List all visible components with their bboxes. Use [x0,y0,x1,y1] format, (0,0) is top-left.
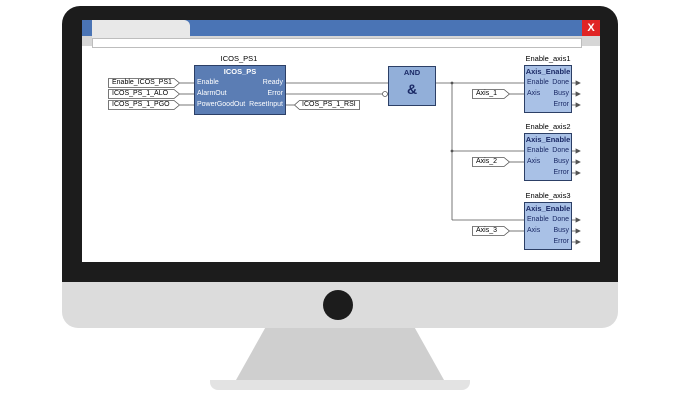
axis3-instance-name: Enable_axis3 [525,191,571,200]
axis-enable-block-3[interactable]: Axis_Enable Enable Axis Done Busy Error [524,202,572,250]
tag-alarm-out[interactable]: ICOS_PS_1_ALO [108,89,180,99]
axis2-port-done: Done [552,147,569,154]
axis1-port-axis: Axis [527,90,541,97]
tag-axis-3[interactable]: Axis_3 [472,226,510,236]
and-symbol: & [406,81,418,97]
close-button[interactable]: X [582,20,600,36]
axis3-port-done: Done [552,216,569,223]
monitor-logo [323,290,353,320]
icos-ps-block[interactable]: ICOS_PS Enable AlarmOut PowerGoodOut Rea… [194,65,286,115]
address-field[interactable] [92,38,582,48]
axis2-instance-name: Enable_axis2 [525,122,571,131]
tag-power-good[interactable]: ICOS_PS_1_PGO [108,100,180,110]
axis3-port-busy: Busy [553,227,569,234]
axis-enable-block-2[interactable]: Axis_Enable Enable Axis Done Busy Error [524,133,572,181]
axis1-block-type: Axis_Enable [525,67,571,76]
icos-port-alarmout: AlarmOut [197,90,227,97]
tag-axis-1[interactable]: Axis_1 [472,89,510,99]
axis3-block-type: Axis_Enable [525,204,571,213]
axis1-port-enable: Enable [527,79,549,86]
tag-enable-icos[interactable]: Enable_ICOS_PS1 [108,78,180,88]
axis2-port-axis: Axis [527,158,541,165]
and-block-type: AND [403,68,421,77]
icos-port-ready: Ready [262,79,283,86]
axis2-port-busy: Busy [553,158,569,165]
icos-port-powergoodout: PowerGoodOut [197,101,246,108]
axis1-port-error: Error [553,101,569,108]
monitor-base [210,380,470,390]
tag-axis-2[interactable]: Axis_2 [472,157,510,167]
icos-instance-name: ICOS_PS1 [220,54,258,63]
and-block[interactable]: AND & [388,66,436,106]
negation-circle [382,91,388,97]
icos-port-enable: Enable [197,79,219,86]
axis3-port-enable: Enable [527,216,549,223]
axis2-block-type: Axis_Enable [525,135,571,144]
screen: X [82,20,600,262]
axis3-port-error: Error [553,238,569,245]
window-title-bar [82,20,600,36]
axis3-port-axis: Axis [527,227,541,234]
icos-block-type: ICOS_PS [223,67,257,76]
axis1-port-busy: Busy [553,90,569,97]
axis1-instance-name: Enable_axis1 [525,54,571,63]
axis2-port-enable: Enable [527,147,549,154]
axis2-port-error: Error [553,169,569,176]
tag-reset-input[interactable]: ICOS_PS_1_RSI [294,100,360,110]
wire-layer [180,80,581,245]
icos-port-error: Error [267,90,283,97]
axis1-port-done: Done [552,79,569,86]
monitor-stand [236,328,444,380]
icos-port-resetinput: ResetInput [249,101,283,108]
axis-enable-block-1[interactable]: Axis_Enable Enable Axis Done Busy Error [524,65,572,113]
